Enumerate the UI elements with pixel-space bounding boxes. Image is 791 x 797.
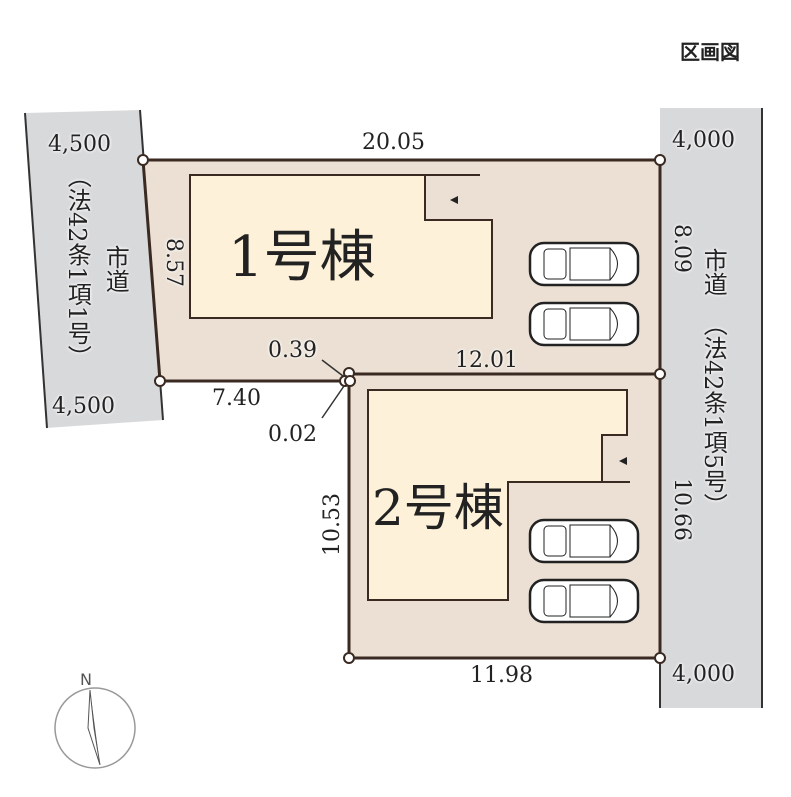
lot1-top-dim: 20.05 <box>362 130 425 155</box>
west-road-width-bottom: 4,500 <box>52 394 115 419</box>
parked-car-icon <box>528 301 640 347</box>
building-2-label: 2号棟 <box>372 479 504 537</box>
jog-dim-a: 0.39 <box>268 338 317 363</box>
west-road-edge <box>24 112 48 429</box>
east-road-law: （法42条1項5号） <box>699 312 728 518</box>
parked-car-icon <box>528 241 640 287</box>
lot1-right-dim: 8.09 <box>669 224 694 273</box>
lot1-left-dim: 8.57 <box>161 238 186 287</box>
compass-north-label: N <box>80 670 92 689</box>
north-arrow-icon <box>54 687 136 769</box>
page-title: 区画図 <box>680 40 740 64</box>
leader-line <box>321 359 344 377</box>
east-road-width-top: 4,000 <box>672 128 735 153</box>
leader-line <box>321 385 345 419</box>
boundary-points <box>137 154 666 664</box>
lot2-left-dim: 10.53 <box>320 493 345 556</box>
parked-car-icon <box>528 518 640 564</box>
lot2-bottom-dim: 11.98 <box>470 663 533 688</box>
lot2-right-dim: 10.66 <box>669 478 694 541</box>
west-road <box>25 110 163 428</box>
lot1-bottom-dim: 7.40 <box>212 386 261 411</box>
building-1-label: 1号棟 <box>228 225 376 290</box>
jog-dim-b: 0.02 <box>268 422 317 447</box>
west-road-width-top: 4,500 <box>48 132 111 157</box>
east-road <box>660 108 762 708</box>
entrance-marker-2 <box>619 457 627 465</box>
parking-spaces <box>528 241 640 624</box>
east-road-width-bottom: 4,000 <box>672 662 735 687</box>
lot2-top-dim: 12.01 <box>455 348 518 373</box>
parked-car-icon <box>528 578 640 624</box>
west-road-law: （法42条1項1号） <box>63 164 92 370</box>
east-road-name: 市道 <box>699 248 728 296</box>
entrance-marker-1 <box>450 196 458 204</box>
west-road-name: 市道 <box>101 245 130 293</box>
